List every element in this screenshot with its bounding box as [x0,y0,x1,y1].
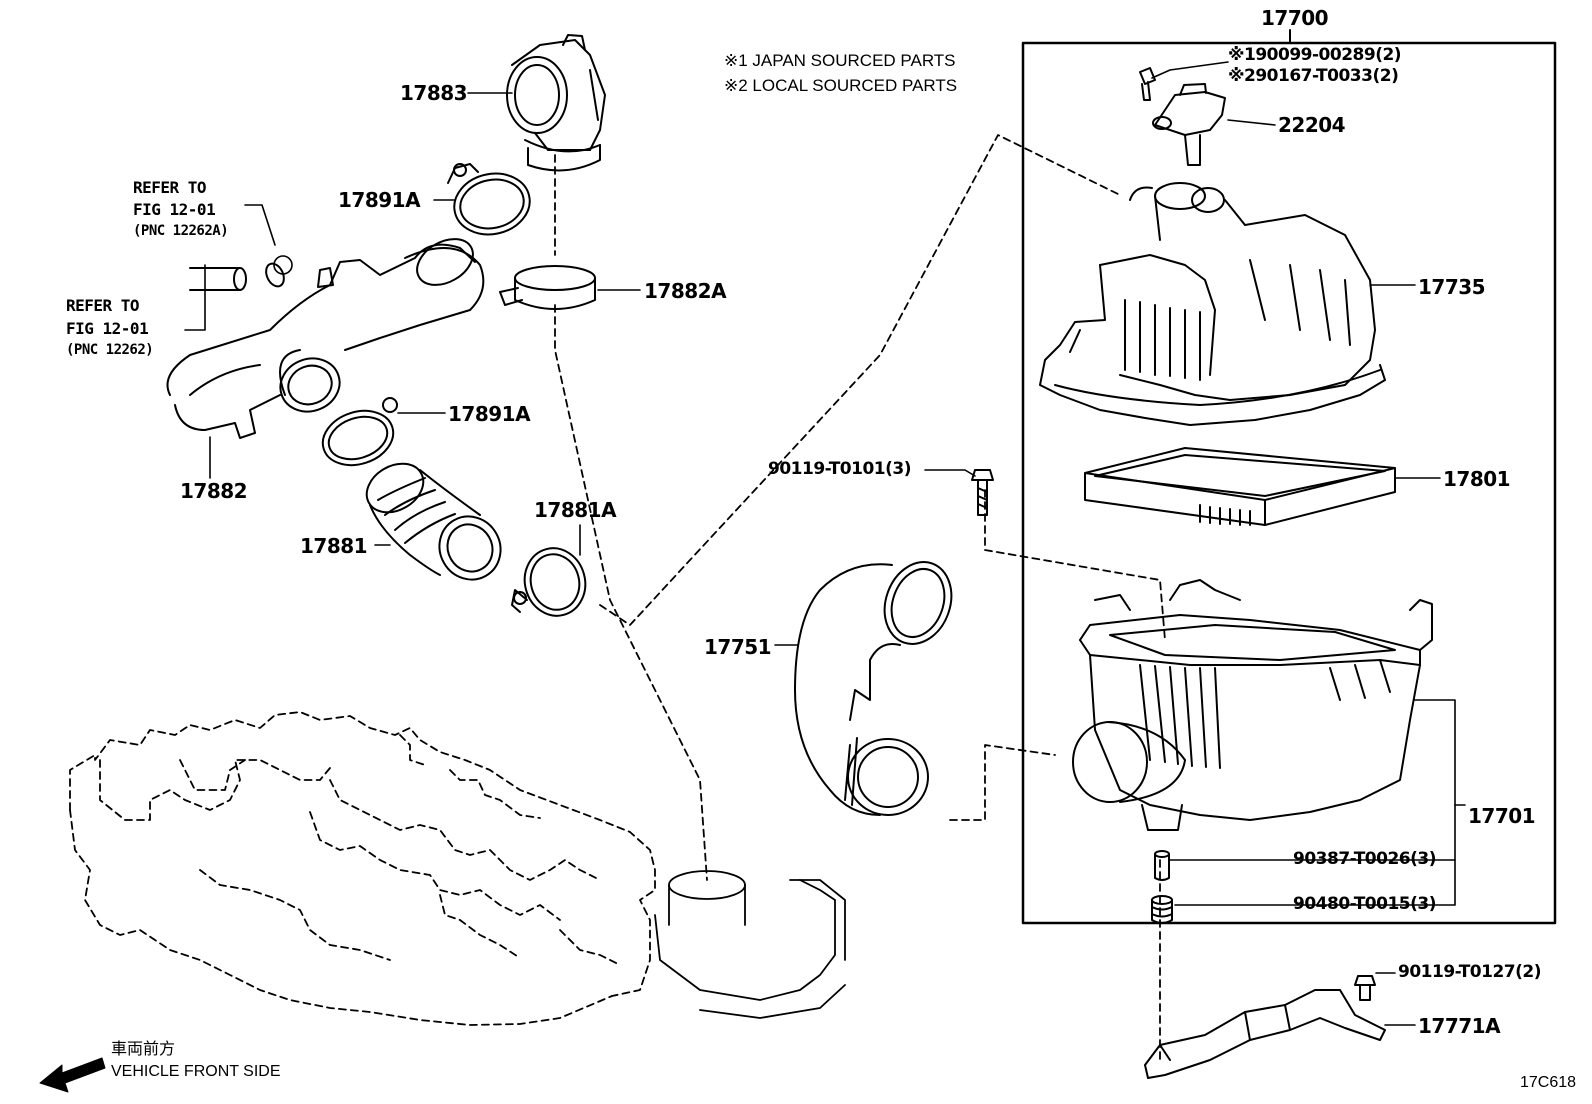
callout-17881a[interactable]: 17881A [534,498,617,522]
callout-90119-t0101[interactable]: 90119-T0101(3) [768,459,911,479]
bracket-bolt [1354,975,1376,1001]
callout-screw-local[interactable]: ※290167-T0033(2) [1228,66,1399,86]
air-cleaner-case [1072,579,1433,831]
throttle-body-outline [654,870,846,1019]
air-cleaner-cap [1039,182,1386,426]
callout-17891a-upper[interactable]: 17891A [338,188,421,212]
callout-90480[interactable]: 90480-T0015(3) [1293,894,1436,914]
hose [365,462,502,581]
bracket [1144,989,1386,1079]
engine-outline [69,711,656,1026]
front-arrow-icon [39,1057,106,1093]
direction-jp: 車両前方 [111,1041,176,1058]
intake-pipe [166,238,485,439]
ref2-line3: (PNC 12262) [66,342,154,358]
inlet-bolt [971,469,994,516]
grommet-a [1154,850,1170,881]
callout-90387[interactable]: 90387-T0026(3) [1293,849,1436,869]
callout-17883[interactable]: 17883 [400,81,468,105]
leader-lines [184,61,1466,1026]
grommet-b [1151,895,1173,924]
callout-17881[interactable]: 17881 [300,534,368,558]
ref2-line1: REFER TO [66,296,140,315]
figure-code: 17C618 [1520,1074,1577,1091]
callout-17891a-mid[interactable]: 17891A [448,402,531,426]
ref2-line2[interactable]: FIG 12-01 [66,319,149,338]
callout-22204[interactable]: 22204 [1278,113,1346,137]
callout-17801[interactable]: 17801 [1443,467,1511,491]
clamp-band [499,265,596,310]
ref1-line3: (PNC 12262A) [133,223,229,239]
ref1-line1: REFER TO [133,178,207,197]
upper-clamp [447,163,531,236]
callout-screw-jp[interactable]: ※190099-00289(2) [1228,45,1402,65]
ref1-line2[interactable]: FIG 12-01 [133,200,216,219]
inlet-duct [794,561,953,816]
callout-17700[interactable]: 17700 [1261,6,1329,30]
callout-17751[interactable]: 17751 [704,635,772,659]
assembly-dashed-lines [554,134,1166,1061]
note-local-sourced: ※2 LOCAL SOURCED PARTS [724,76,958,95]
callout-17882a[interactable]: 17882A [644,279,727,303]
callout-17771a[interactable]: 17771A [1418,1014,1501,1038]
callout-90119-t0127[interactable]: 90119-T0127(2) [1398,962,1541,982]
screw [1139,67,1156,101]
callout-17882[interactable]: 17882 [180,479,248,503]
air-filter-element [1084,447,1396,526]
lower-clamp [511,547,587,617]
airflow-sensor [1152,83,1226,166]
direction-en: VEHICLE FRONT SIDE [111,1063,281,1080]
callout-17701[interactable]: 17701 [1468,804,1536,828]
mid-clamp [321,397,398,467]
note-japan-sourced: ※1 JAPAN SOURCED PARTS [724,51,956,70]
callout-17735[interactable]: 17735 [1418,275,1486,299]
throttle-adapter [506,34,606,172]
